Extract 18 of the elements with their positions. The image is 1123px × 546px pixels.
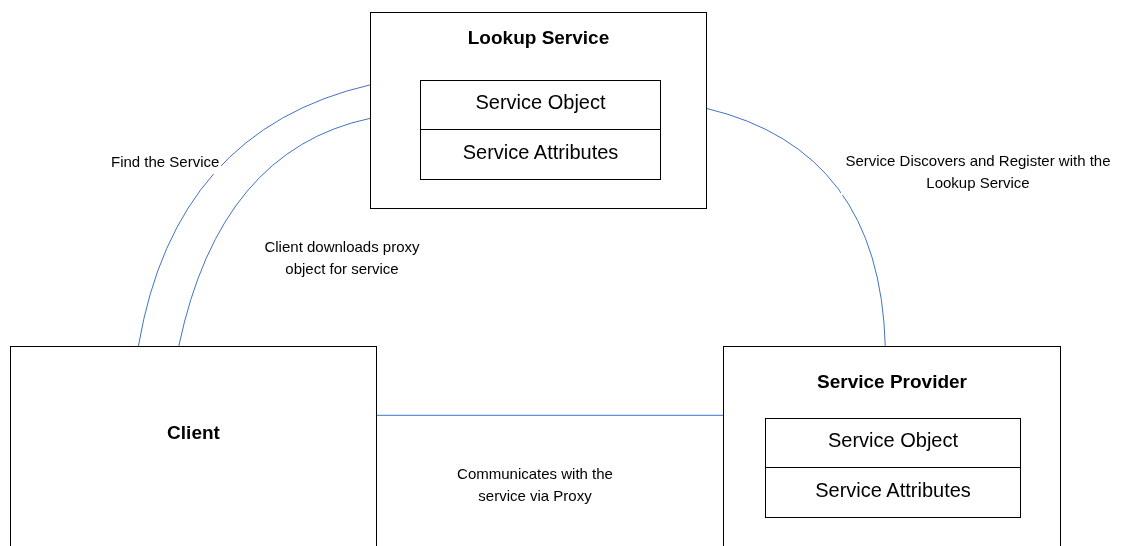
component-box (370, 12, 707, 209)
connector-line (376, 414, 724, 416)
component-box (723, 346, 1061, 546)
field-label: Service Object (474, 91, 607, 114)
connector-line (178, 117, 371, 347)
connector-line (137, 84, 371, 347)
connector-line (706, 108, 886, 347)
field-label: Service Attributes (814, 479, 972, 502)
field-row (765, 418, 1021, 468)
box-title: Service Provider (816, 371, 968, 393)
field-row (420, 80, 661, 130)
box-title: Client (166, 422, 221, 444)
field-row (420, 129, 661, 180)
field-label: Service Attributes (461, 141, 620, 164)
field-row (765, 467, 1021, 518)
component-box (10, 346, 377, 546)
box-title: Lookup Service (466, 27, 611, 49)
field-label: Service Object (826, 429, 960, 452)
